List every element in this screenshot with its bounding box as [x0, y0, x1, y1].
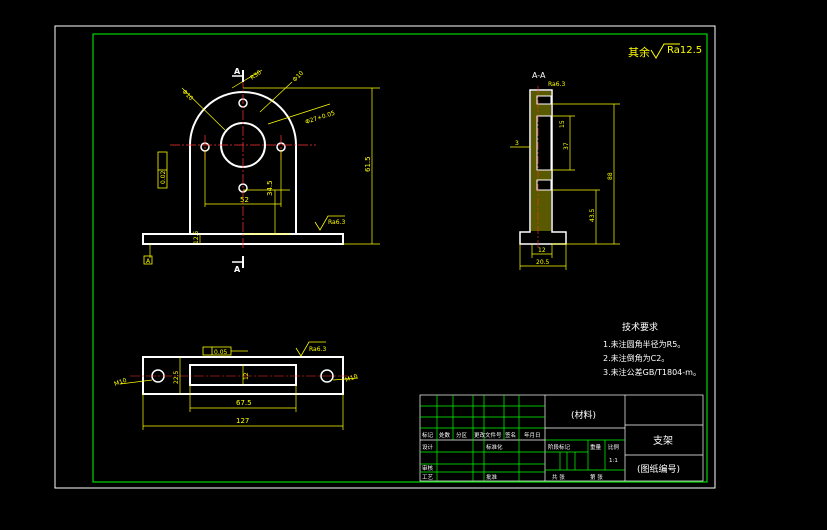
- side-dim-43: 43.5: [589, 208, 596, 222]
- top-roughness-value: Ra6.3: [309, 346, 326, 353]
- center-lines: [170, 78, 316, 250]
- label-review: 审核: [422, 464, 434, 472]
- dim-bolt-b: Φ10: [291, 70, 305, 84]
- title-block: [419, 394, 704, 482]
- front-dim-lines: [149, 69, 380, 258]
- base-roughness: Ra6.3: [314, 215, 345, 231]
- section-arrow-bottom: A: [232, 256, 244, 274]
- dim-hole-dia: Φ27+0.05: [304, 110, 336, 126]
- dim-61: 61.5: [364, 156, 372, 172]
- roughness-value: Ra12.5: [667, 45, 702, 56]
- section-label-top: A: [234, 67, 241, 76]
- top-hole-right-label: M10: [344, 373, 359, 384]
- top-outline: [142, 356, 344, 395]
- label-standard: 标准化: [486, 443, 503, 451]
- side-dim-12: 12: [538, 247, 546, 254]
- note-3: 3.未注公差GB/T1804-m。: [603, 367, 701, 377]
- header-zone: 分区: [456, 431, 468, 439]
- base-roughness-value: Ra6.3: [328, 219, 345, 226]
- side-dim-lines: [510, 103, 620, 270]
- top-dim-lines: [119, 357, 359, 430]
- side-dim-3: 3: [515, 140, 519, 147]
- label-scale: 比例: [608, 443, 620, 451]
- notes-heading: 技术要求: [622, 321, 658, 333]
- side-dim-88: 88: [607, 172, 614, 180]
- section-view-label: A-A: [532, 71, 546, 80]
- title-drawing-no: (图纸编号): [637, 463, 680, 475]
- note-2: 2.未注倒角为C2。: [603, 353, 669, 363]
- top-tolerance-value: 0.05: [214, 349, 228, 356]
- datum-a: A: [146, 258, 151, 265]
- section-arrow-top: A: [232, 67, 244, 82]
- header-mark: 标记: [422, 431, 434, 439]
- label-stage: 阶段标记: [548, 443, 571, 451]
- top-roughness: Ra6.3: [295, 341, 326, 357]
- side-top-roughness: Ra6.3: [548, 81, 565, 88]
- roughness-prefix: 其余: [628, 45, 650, 59]
- dim-34: 34.5: [266, 180, 274, 196]
- flatness-value: 0.02: [160, 170, 167, 184]
- flatness-frame: 0.02: [157, 151, 168, 189]
- top-dim-22: 22.5: [173, 370, 180, 384]
- title-part-name: 支架: [653, 435, 673, 447]
- top-hole-left-label: M10: [113, 377, 128, 388]
- label-approve: 批准: [486, 473, 498, 481]
- label-process: 工艺: [422, 474, 434, 481]
- header-date: 年月日: [524, 431, 541, 439]
- top-tolerance-frame: 0.05: [202, 346, 248, 356]
- top-dim-mid: 12: [243, 372, 250, 380]
- outer-frame: [54, 25, 716, 489]
- top-view: 22.5 67.5 127 M10 M10 12 0.05 Ra6.3: [113, 341, 359, 430]
- note-1: 1.未注圆角半径为R5。: [603, 339, 685, 349]
- drawing-border: [92, 33, 708, 483]
- dim-52: 52: [240, 196, 249, 204]
- label-sheets: 共 张: [552, 473, 565, 481]
- scale-value: 1:1: [609, 458, 618, 464]
- top-hole-right: [320, 369, 334, 383]
- header-file: 更改文件号: [474, 431, 502, 439]
- side-dim-15: 15: [559, 120, 566, 128]
- label-weight: 重量: [590, 443, 602, 451]
- title-material: (材料): [571, 409, 596, 421]
- dim-base: 12.5: [193, 230, 200, 244]
- general-roughness: 其余 Ra12.5: [628, 43, 702, 59]
- top-dim-67: 67.5: [236, 399, 252, 407]
- top-dim-127: 127: [236, 417, 249, 425]
- technical-notes: 技术要求 1.未注圆角半径为R5。 2.未注倒角为C2。 3.未注公差GB/T1…: [603, 321, 701, 377]
- side-view: A-A Ra6.3 15 37 88 43.5 12: [510, 71, 620, 270]
- side-dim-37: 37: [563, 142, 570, 150]
- dim-bolt-a: Φ10: [181, 88, 195, 102]
- label-sheet-no: 第 张: [590, 473, 603, 481]
- front-view: 52 34.5 61.5 12.5 Φ27+0.05 Φ10 Φ10 R30 0…: [142, 67, 380, 274]
- section-label-bottom: A: [234, 265, 241, 274]
- side-dim-20: 20.5: [536, 259, 550, 266]
- title-block-text: (材料) 支架 (图纸编号) 标记 处数 分区 更改文件号 签名 年月日 设计 …: [422, 409, 680, 481]
- header-sign: 签名: [505, 431, 516, 439]
- header-count: 处数: [439, 431, 451, 439]
- label-design: 设计: [422, 443, 434, 451]
